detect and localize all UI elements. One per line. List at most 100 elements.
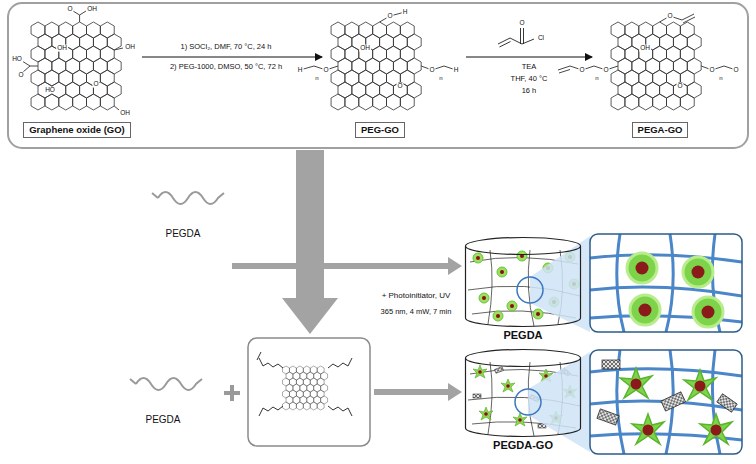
atom-label: O xyxy=(602,67,609,74)
atom-label: O xyxy=(92,81,99,88)
drawing-path xyxy=(590,369,742,376)
acryloyl-chloride xyxy=(498,28,534,47)
reaction-arrows xyxy=(142,57,592,58)
drawing-use xyxy=(693,297,723,327)
drawing-rect xyxy=(374,389,450,395)
atom-label: O xyxy=(666,13,673,20)
drawing-rect xyxy=(248,338,370,446)
drawing-g xyxy=(590,350,742,454)
drawing-polyline xyxy=(660,14,694,22)
drawing-path xyxy=(328,358,352,368)
atom-label: HO xyxy=(44,87,56,94)
hydrogel-cylinder: PEGDA xyxy=(464,236,582,344)
drawing-use xyxy=(700,414,732,444)
annotation-text: PEGDA xyxy=(144,415,181,426)
atom-label: n xyxy=(718,75,723,81)
atom-label: H xyxy=(297,67,304,74)
structure-label-box: PEGA-GO xyxy=(632,122,689,139)
zoom-callouts xyxy=(515,234,742,454)
atom-label: O xyxy=(428,67,435,74)
drawing-use xyxy=(501,379,515,392)
atom-label: O xyxy=(518,20,525,27)
drawing-g xyxy=(257,352,352,416)
drawing-use xyxy=(493,311,503,321)
drawing-use xyxy=(630,295,660,325)
atom-label: OH xyxy=(639,45,651,52)
drawing-g xyxy=(590,350,742,454)
drawing-rect xyxy=(495,367,504,373)
drawing-polygon xyxy=(282,150,338,334)
drawing-use xyxy=(283,366,328,410)
drawing-use xyxy=(517,251,527,261)
drawing-g xyxy=(590,234,742,332)
atom-label: O xyxy=(708,67,715,74)
drawing-rect xyxy=(473,394,481,398)
annotation-text: 16 h xyxy=(521,87,538,95)
drawing-polyline xyxy=(114,48,123,50)
drawing-path xyxy=(259,406,283,416)
atom-label: OH xyxy=(359,45,371,52)
drawing-path xyxy=(590,287,742,296)
drawing-path xyxy=(328,406,352,416)
drawing-use xyxy=(507,301,517,311)
drawing-polyline xyxy=(80,11,86,15)
drawing-line xyxy=(523,28,524,44)
drawing-rect xyxy=(590,234,742,332)
atom-label: O xyxy=(66,6,73,13)
drawing-use xyxy=(331,22,421,110)
annotation-text: 365 nm, 4 mW, 7 min xyxy=(380,308,453,316)
cylinder-path xyxy=(466,238,581,327)
hydrogel-cylinder: PEGDA-GO xyxy=(464,348,582,454)
structure-name: PEGA-GO xyxy=(638,125,683,136)
drawing-use xyxy=(684,370,716,400)
drawing-use xyxy=(31,22,121,110)
drawing-use xyxy=(473,365,487,378)
drawing-rect xyxy=(590,234,742,332)
drawing-use xyxy=(620,368,652,398)
drawing-polygon xyxy=(448,383,462,401)
drawing-polygon xyxy=(448,257,462,275)
drawing-path xyxy=(136,378,202,390)
atom-label: O xyxy=(676,83,683,90)
drawing-rect xyxy=(232,263,450,269)
drawing-path xyxy=(617,234,624,332)
drawing-line xyxy=(500,42,511,48)
annotation-text: PEGDA xyxy=(164,229,201,240)
drawing-rect xyxy=(590,350,742,454)
drawing-use xyxy=(632,414,664,444)
atom-label: HO xyxy=(11,56,23,63)
drawing-use xyxy=(533,309,543,319)
drawing-path xyxy=(130,379,136,384)
drawing-path xyxy=(666,234,673,332)
drawing-circle xyxy=(517,277,543,303)
pegda-chains xyxy=(130,192,224,390)
drawing-rect xyxy=(590,350,742,454)
drawing-path xyxy=(158,192,224,204)
drawing-circle xyxy=(515,389,541,415)
drawing-use xyxy=(627,253,657,283)
atom-label: OH xyxy=(56,45,68,52)
drawing-polyline xyxy=(22,61,38,66)
drawing-rect xyxy=(661,392,686,411)
drawing-rect xyxy=(717,394,737,413)
drawing-use xyxy=(611,22,701,110)
atom-label: O xyxy=(732,67,739,74)
drawing-polyline xyxy=(73,11,80,22)
panel-border xyxy=(8,3,748,148)
drawing-path xyxy=(590,255,742,262)
atom-label: OH xyxy=(119,110,131,117)
structure-label-box: Graphene oxide (GO) xyxy=(23,122,131,139)
atom-label: O xyxy=(386,13,393,20)
structure-name: PEG-GO xyxy=(361,125,399,136)
drawing-rect xyxy=(597,409,619,425)
structure-label-box: PEG-GO xyxy=(355,122,405,139)
pega-go-structure xyxy=(558,14,736,110)
drawing-use xyxy=(683,257,713,287)
cylinder-path xyxy=(466,350,581,437)
pega-go-inset xyxy=(248,338,370,446)
annotation-text: 2) PEG-1000, DMSO, 50 °C, 72 h xyxy=(169,63,283,71)
atom-label: n xyxy=(594,75,599,81)
drawing-line xyxy=(559,70,570,74)
drawing-use xyxy=(473,253,483,263)
